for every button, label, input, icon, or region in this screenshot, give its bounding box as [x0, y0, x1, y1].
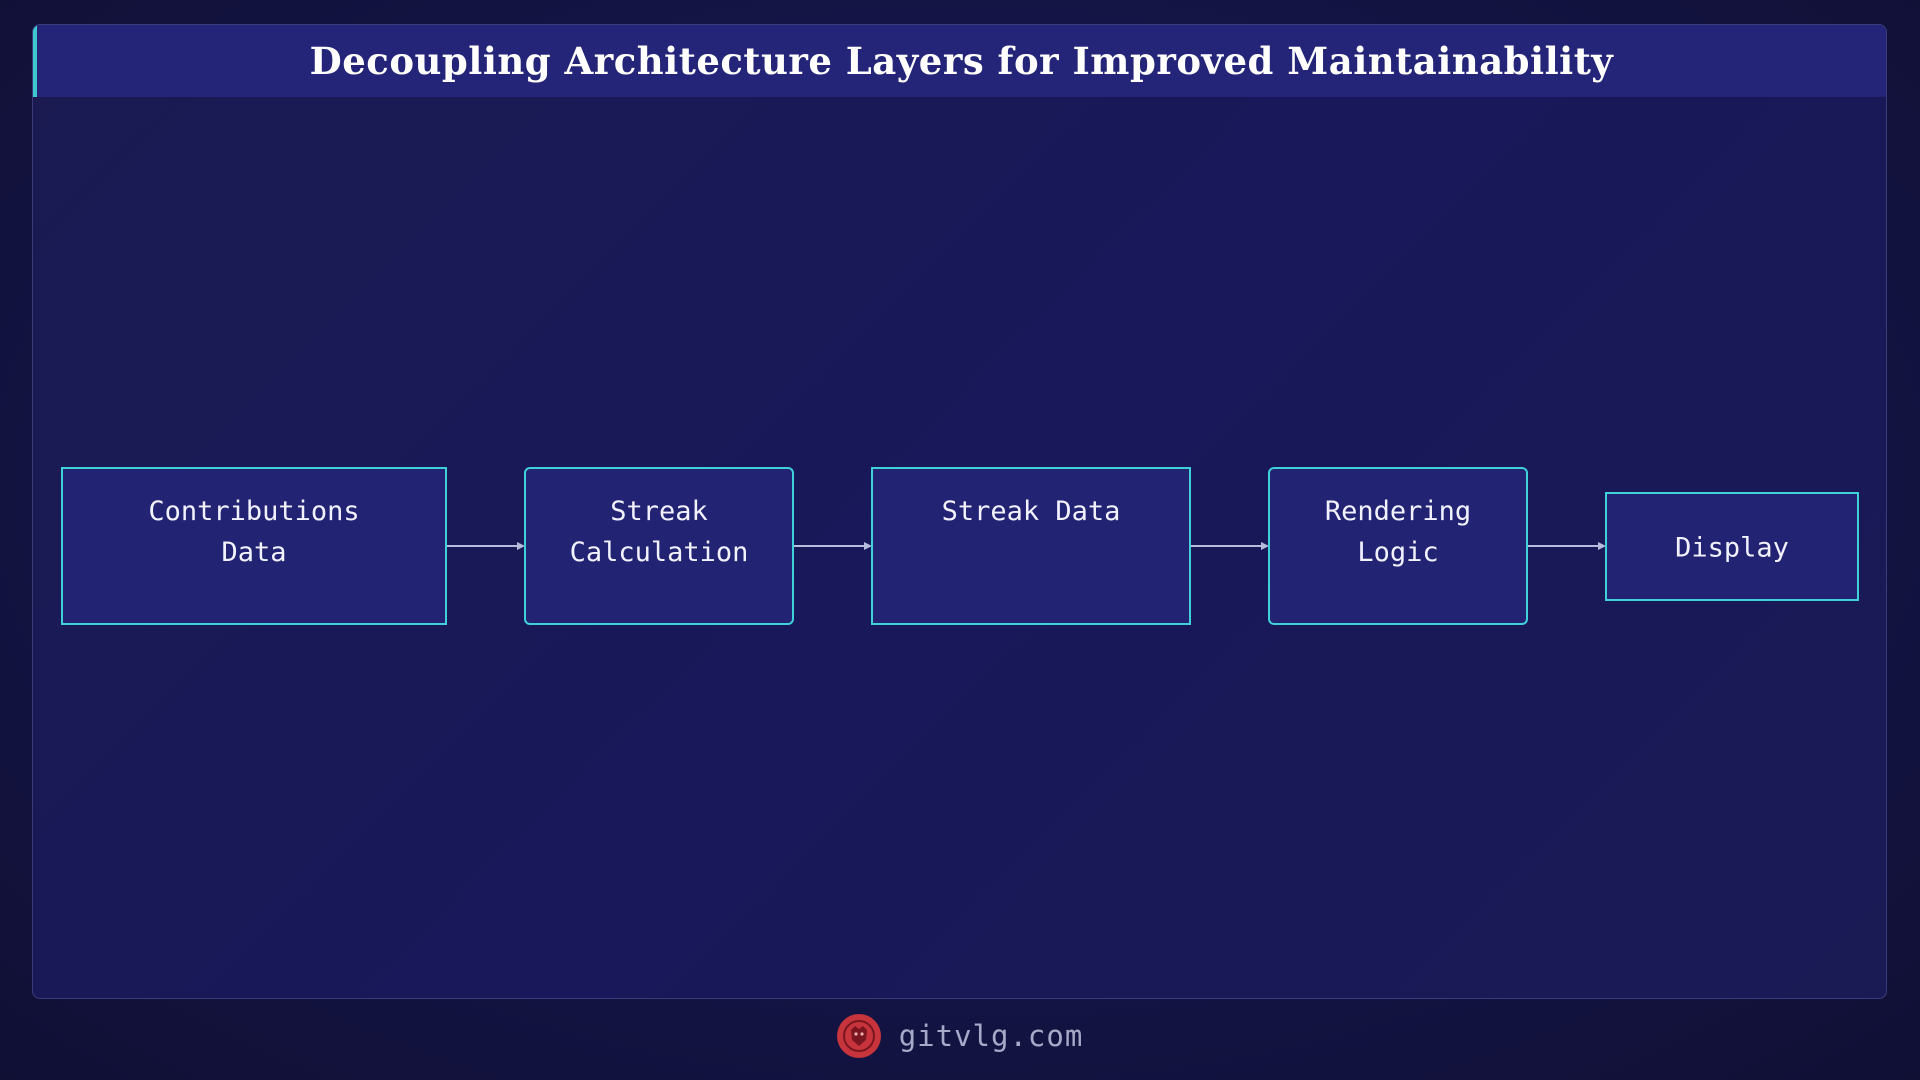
footer: gitvlg.com — [0, 1010, 1920, 1062]
node-display: Display — [1605, 492, 1859, 601]
edge-streak-calculation-to-streak-data — [793, 542, 872, 550]
node-label: Streak Data — [942, 496, 1121, 527]
node-streak-data: Streak Data — [871, 467, 1191, 625]
node-box — [524, 467, 794, 625]
page-title: Decoupling Architecture Layers for Impro… — [309, 39, 1614, 83]
site-link[interactable]: gitvlg.com — [898, 1019, 1084, 1053]
node-label: Logic — [1357, 537, 1438, 568]
node-box — [61, 467, 447, 625]
lion-head-icon — [836, 1014, 881, 1058]
node-box — [871, 467, 1191, 625]
node-label: Rendering — [1325, 496, 1471, 527]
node-box — [1605, 492, 1859, 601]
node-label: Display — [1675, 533, 1789, 564]
edge-contributions-data-to-streak-calculation — [446, 542, 525, 550]
edge-rendering-logic-to-display — [1527, 542, 1606, 550]
edge-streak-data-to-rendering-logic — [1190, 542, 1269, 550]
node-box — [1268, 467, 1528, 625]
node-label: Streak — [610, 496, 708, 527]
node-label: Data — [221, 537, 286, 568]
title-bar: Decoupling Architecture Layers for Impro… — [33, 25, 1886, 97]
node-label: Calculation — [570, 537, 749, 568]
node-label: Contributions — [148, 496, 359, 527]
